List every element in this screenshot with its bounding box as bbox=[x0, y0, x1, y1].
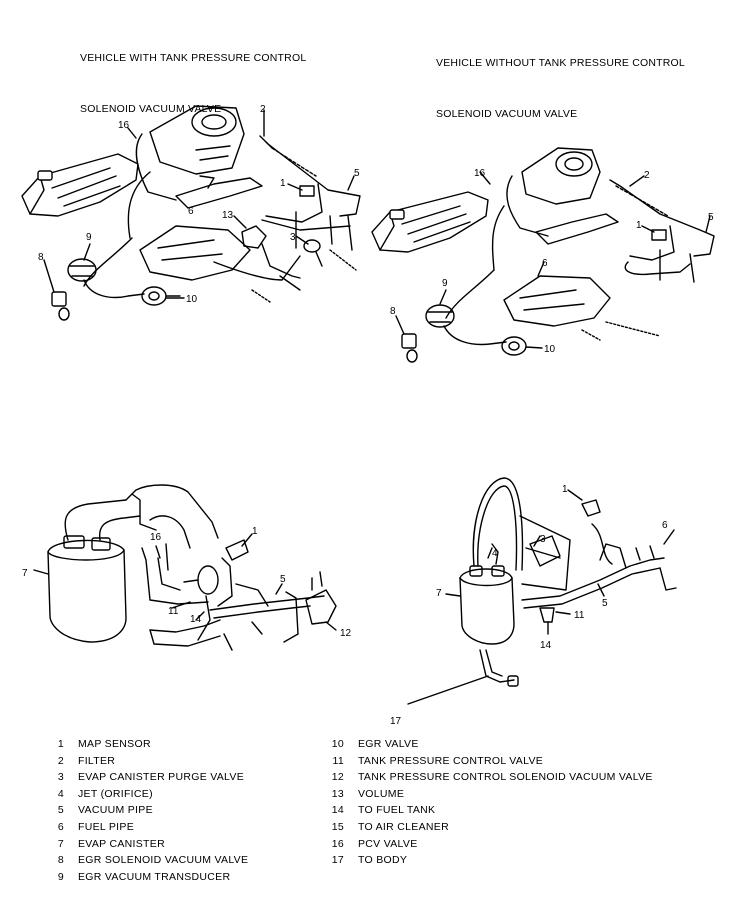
engine-without-tpc bbox=[371, 147, 715, 363]
callout-4-br: 4 bbox=[492, 548, 498, 559]
callout-8-tl: 8 bbox=[38, 252, 44, 263]
canister-detail-left bbox=[33, 484, 337, 651]
callout-3-br: 3 bbox=[540, 534, 546, 545]
callout-13-tl: 13 bbox=[222, 210, 234, 221]
callout-17-br: 17 bbox=[390, 716, 402, 727]
callout-5-bl: 5 bbox=[280, 574, 286, 585]
callout-11-bl: 11 bbox=[168, 606, 179, 617]
callout-9-tl: 9 bbox=[86, 232, 92, 243]
callout-7-br: 7 bbox=[436, 588, 442, 599]
callout-6-tr: 6 bbox=[542, 258, 548, 269]
callout-1-tl: 1 bbox=[280, 178, 286, 189]
callout-3-tl: 3 bbox=[290, 232, 296, 243]
engine-with-tpc bbox=[21, 105, 361, 321]
callout-14-br: 14 bbox=[540, 640, 552, 651]
callout-16-tr: 16 bbox=[474, 168, 486, 179]
title-with-tpc: VEHICLE WITH TANK PRESSURE CONTROL SOLEN… bbox=[80, 16, 306, 135]
title-without-tpc-line2: SOLENOID VACUUM VALVE bbox=[436, 108, 578, 120]
callout-5-br: 5 bbox=[602, 598, 608, 609]
callout-5-tl: 5 bbox=[354, 168, 360, 179]
title-without-tpc-line1: VEHICLE WITHOUT TANK PRESSURE CONTROL bbox=[436, 57, 685, 69]
callout-8-tr: 8 bbox=[390, 306, 396, 317]
callout-7-bl: 7 bbox=[22, 568, 28, 579]
callout-1-bl: 1 bbox=[252, 526, 258, 537]
callout-10-tl: 10 bbox=[186, 294, 198, 305]
callout-2-tr: 2 bbox=[644, 170, 650, 181]
callout-10-tr: 10 bbox=[544, 344, 556, 355]
callout-16-bl: 16 bbox=[150, 532, 162, 543]
callout-12-bl: 12 bbox=[340, 628, 352, 639]
canister-detail-right bbox=[407, 477, 677, 705]
callout-1-tr: 1 bbox=[636, 220, 642, 231]
callout-9-tr: 9 bbox=[442, 278, 448, 289]
callout-14-bl: 14 bbox=[190, 614, 202, 625]
callout-6-tl: 6 bbox=[188, 206, 194, 217]
title-without-tpc: VEHICLE WITHOUT TANK PRESSURE CONTROL SO… bbox=[436, 21, 685, 140]
callout-1-br: 1 bbox=[562, 484, 568, 495]
callout-6-br: 6 bbox=[662, 520, 668, 531]
callout-2-tl: 2 bbox=[260, 104, 266, 115]
callout-16-tl: 16 bbox=[118, 120, 130, 131]
title-with-tpc-line1: VEHICLE WITH TANK PRESSURE CONTROL bbox=[80, 52, 307, 64]
callout-11-br: 11 bbox=[574, 610, 585, 621]
title-with-tpc-line2: SOLENOID VACUUM VALVE bbox=[80, 103, 222, 115]
callout-5-tr: 5 bbox=[708, 212, 714, 223]
